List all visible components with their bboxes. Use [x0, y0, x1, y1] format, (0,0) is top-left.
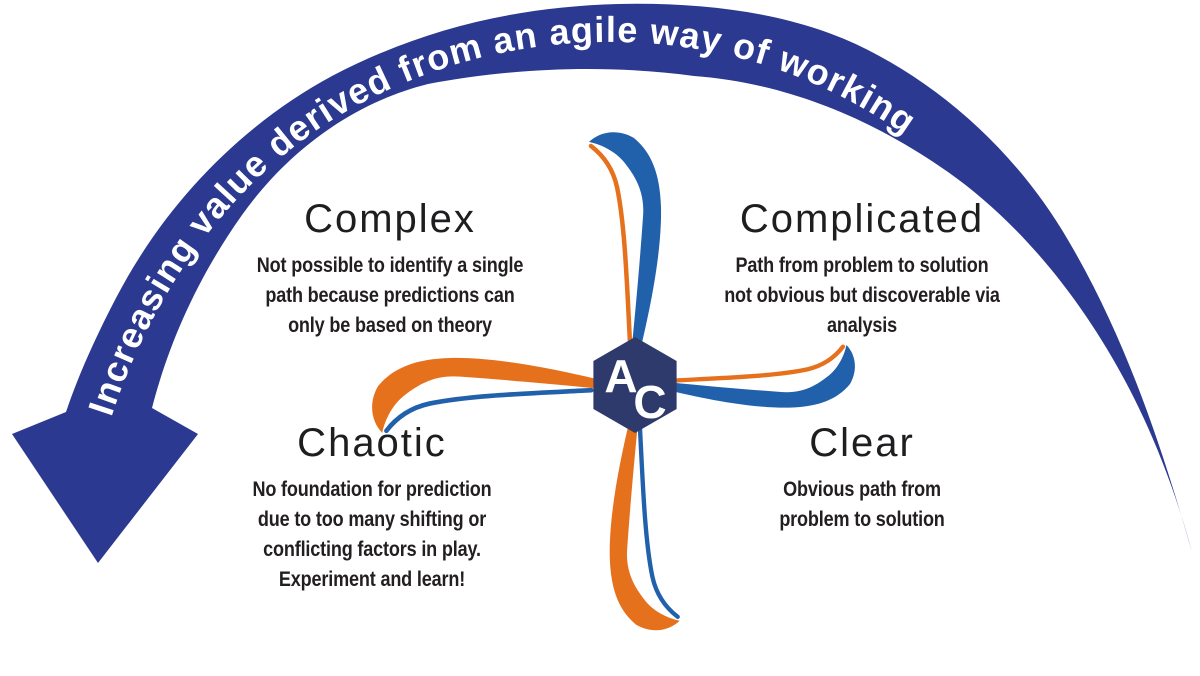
description-line: due to too many shifting or	[257, 507, 487, 531]
description-line: Path from problem to solution	[735, 253, 989, 277]
blade-swoosh	[589, 132, 662, 347]
quadrant-complicated: Complicated Path from problem to solutio…	[698, 196, 1026, 340]
pinwheel-blade-right	[668, 344, 855, 408]
quadrant-chaotic-description: No foundation for prediction due to too m…	[230, 474, 515, 594]
quadrant-complicated-description: Path from problem to solution not obvious…	[698, 250, 1026, 340]
pinwheel-blade-top	[588, 132, 662, 347]
description-line: Experiment and learn!	[278, 567, 466, 591]
description-line: only be based on theory	[288, 313, 492, 337]
monogram-letter-c: C	[633, 376, 666, 428]
pinwheel-blade-left	[372, 357, 596, 434]
quadrant-complex-description: Not possible to identify a single path be…	[231, 250, 548, 340]
quadrant-clear-title: Clear	[809, 421, 915, 465]
description-line: conflicting factors in play.	[263, 537, 481, 561]
blade-thin-line	[637, 423, 680, 620]
pinwheel: A C	[372, 132, 855, 631]
description-line: not obvious but discoverable via	[724, 283, 1000, 307]
quadrant-complicated-title: Complicated	[739, 197, 985, 241]
arc-arrow	[12, 3, 1192, 563]
description-line: problem to solution	[779, 507, 945, 531]
description-line: path because predictions can	[265, 283, 515, 307]
blade-thin-line	[669, 344, 846, 383]
blade-swoosh	[609, 421, 680, 631]
center-hexagon	[593, 337, 677, 433]
quadrant-complex-title: Complex	[304, 197, 476, 241]
description-line: analysis	[827, 313, 897, 337]
blade-thin-line	[588, 143, 633, 346]
quadrant-chaotic: Chaotic No foundation for prediction due …	[230, 420, 515, 594]
blade-thin-line	[384, 387, 594, 434]
quadrant-clear: Clear Obvious path from problem to soluti…	[764, 420, 961, 534]
description-line: Not possible to identify a single	[256, 253, 524, 277]
quadrant-clear-description: Obvious path from problem to solution	[764, 474, 961, 534]
quadrant-complex: Complex Not possible to identify a singl…	[231, 196, 548, 340]
description-line: Obvious path from	[783, 477, 941, 501]
description-line: No foundation for prediction	[252, 477, 492, 501]
monogram-letter-a: A	[604, 350, 637, 402]
quadrant-chaotic-title: Chaotic	[297, 421, 447, 465]
blade-swoosh	[372, 357, 596, 433]
blade-swoosh	[668, 344, 855, 408]
pinwheel-blade-bottom	[609, 421, 680, 631]
